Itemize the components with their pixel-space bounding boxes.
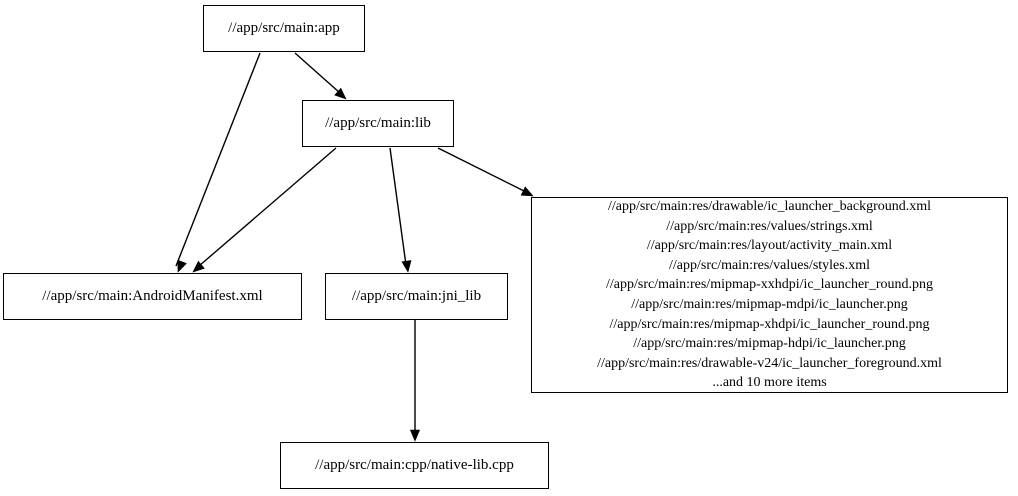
edge-app-to-lib bbox=[294, 52, 347, 100]
edge-jni-lib-to-native-lib bbox=[409, 320, 421, 442]
edge-app-to-androidmanifest-line bbox=[175, 52, 261, 267]
edges-group bbox=[175, 52, 534, 442]
edge-app-to-androidmanifest bbox=[175, 52, 261, 273]
edge-lib-to-androidmanifest-line bbox=[198, 147, 337, 267]
node-androidmanifest[interactable]: //app/src/main:AndroidManifest.xml bbox=[3, 273, 302, 320]
edge-jni-lib-to-native-lib-arrowhead-icon bbox=[409, 429, 421, 442]
node-native-lib-cpp[interactable]: //app/src/main:cpp/native-lib.cpp bbox=[280, 442, 549, 489]
node-lib-label: //app/src/main:lib bbox=[325, 114, 431, 131]
edge-lib-to-androidmanifest-arrowhead-icon bbox=[192, 260, 205, 273]
edge-lib-to-jni-lib-line bbox=[389, 147, 407, 266]
edge-lib-to-jni-lib-arrowhead-icon bbox=[401, 260, 412, 273]
node-jni-lib[interactable]: //app/src/main:jni_lib bbox=[325, 273, 508, 320]
node-res-group-label: //app/src/main:res/drawable/ic_launcher_… bbox=[597, 199, 942, 391]
edge-lib-to-res-group bbox=[437, 147, 534, 197]
edge-lib-to-androidmanifest bbox=[192, 147, 337, 273]
edge-lib-to-res-group-line bbox=[437, 147, 525, 192]
node-androidmanifest-label: //app/src/main:AndroidManifest.xml bbox=[42, 287, 263, 304]
node-res-group[interactable]: //app/src/main:res/drawable/ic_launcher_… bbox=[531, 197, 1008, 393]
node-native-lib-cpp-label: //app/src/main:cpp/native-lib.cpp bbox=[315, 456, 514, 473]
edge-lib-to-jni-lib bbox=[389, 147, 412, 273]
edge-app-to-androidmanifest-arrowhead-icon bbox=[177, 259, 187, 273]
edge-app-to-lib-line bbox=[294, 52, 341, 94]
edge-lib-to-res-group-arrowhead-icon bbox=[520, 186, 534, 197]
node-app[interactable]: //app/src/main:app bbox=[203, 5, 365, 52]
node-jni-lib-label: //app/src/main:jni_lib bbox=[351, 287, 482, 304]
node-lib[interactable]: //app/src/main:lib bbox=[302, 100, 454, 147]
edge-app-to-lib-arrowhead-icon bbox=[334, 87, 347, 100]
node-app-label: //app/src/main:app bbox=[228, 19, 340, 36]
